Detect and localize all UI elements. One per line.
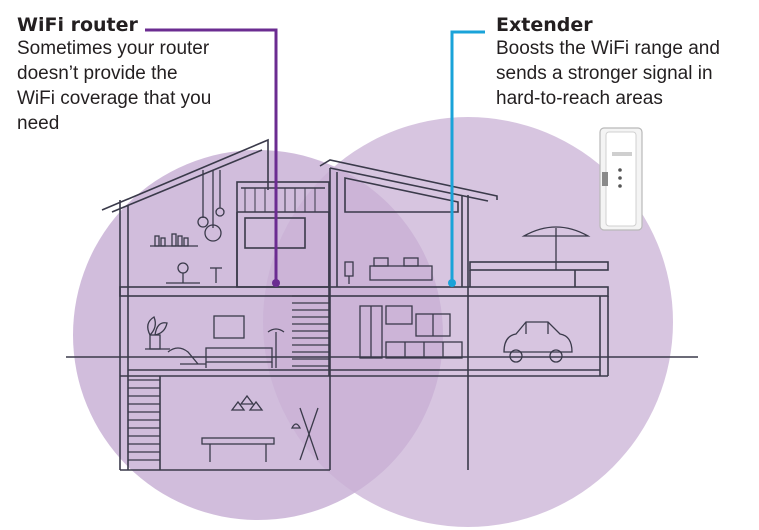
extender-label: Extender Boosts the WiFi range and sends… [496, 14, 758, 111]
router-description-line: doesn’t provide the [17, 63, 178, 84]
extender-description: Boosts the WiFi range and sends a strong… [496, 36, 758, 111]
router-description: Sometimes your router doesn’t provide th… [17, 36, 267, 136]
stairs [128, 295, 330, 461]
extender-title: Extender [496, 14, 593, 36]
extender-description-line: hard-to-reach areas [496, 88, 663, 109]
extender-device [599, 127, 643, 231]
router-description-line: Sometimes your router [17, 38, 210, 59]
router-marker [272, 279, 280, 287]
extender-marker [448, 279, 456, 287]
router-description-line: need [17, 113, 60, 134]
extender-description-line: sends a stronger signal in [496, 63, 713, 84]
router-callout-line [145, 28, 278, 283]
extender-description-line: Boosts the WiFi range and [496, 38, 720, 59]
extender-callout-line [450, 30, 485, 283]
router-description-line: WiFi coverage that you [17, 88, 212, 109]
house [101, 138, 609, 471]
furniture [145, 170, 591, 462]
router-label: WiFi router Sometimes your router doesn’… [17, 14, 267, 136]
router-title: WiFi router [17, 14, 138, 36]
